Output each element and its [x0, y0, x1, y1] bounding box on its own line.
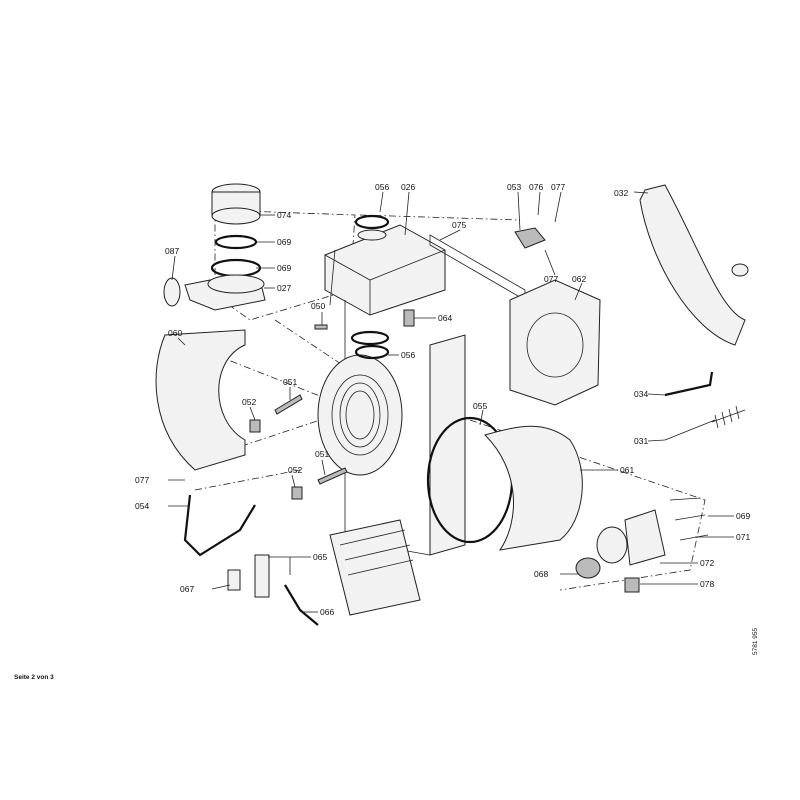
label-050: 050	[311, 301, 325, 311]
label-062: 062	[572, 274, 586, 284]
air-box-026	[324, 214, 446, 316]
seal-069	[596, 526, 628, 564]
leader-lines	[168, 191, 734, 613]
flue-adapter-assembly	[163, 183, 266, 311]
label-027: 027	[277, 283, 291, 293]
label-066: 066	[320, 607, 334, 617]
label-065: 065	[313, 552, 327, 562]
label-055: 055	[473, 401, 487, 411]
rear-panel-062	[509, 279, 601, 406]
label-076: 076	[529, 182, 543, 192]
gas-valve-072	[624, 509, 666, 566]
plug-052	[249, 419, 261, 433]
label-056: 056	[375, 182, 389, 192]
label-069c: 069	[736, 511, 750, 521]
page-indicator: Seite 2 von 3	[14, 674, 54, 681]
tool-034	[664, 371, 714, 397]
label-052b: 052	[288, 465, 302, 475]
label-061: 061	[620, 465, 634, 475]
hose-066	[284, 584, 319, 626]
heat-exchanger	[317, 354, 403, 476]
label-054: 054	[135, 501, 149, 511]
screw-051	[274, 394, 303, 415]
plug-052b	[291, 486, 303, 500]
sensor-064	[403, 309, 415, 327]
label-031: 031	[634, 436, 648, 446]
cover-060	[155, 329, 246, 471]
valve-053	[514, 227, 546, 249]
frame-055	[429, 334, 466, 556]
part-labels: 056 026 053 076 077 032 074 075 069 087 …	[135, 182, 750, 617]
label-071: 071	[736, 532, 750, 542]
siphon-065	[254, 554, 270, 598]
label-077: 077	[551, 182, 565, 192]
label-069: 069	[277, 237, 291, 247]
label-032: 032	[614, 188, 628, 198]
label-051b: 051	[315, 449, 329, 459]
label-075: 075	[452, 220, 466, 230]
label-060: 060	[168, 328, 182, 338]
label-026: 026	[401, 182, 415, 192]
brush-031	[664, 419, 716, 441]
label-064: 064	[438, 313, 452, 323]
label-077c: 077	[135, 475, 149, 485]
document-number: 5781 955	[752, 627, 759, 655]
label-034: 034	[634, 389, 648, 399]
screw-051b	[317, 467, 348, 485]
burner	[329, 519, 421, 616]
label-078: 078	[700, 579, 714, 589]
bracket-032	[639, 184, 746, 346]
label-067: 067	[180, 584, 194, 594]
trap-067	[227, 569, 241, 591]
part-050	[314, 324, 328, 330]
cover-061	[484, 425, 583, 551]
label-053: 053	[507, 182, 521, 192]
coil-068	[575, 557, 601, 579]
condensate-pipe-054	[183, 494, 256, 557]
label-069b: 069	[277, 263, 291, 273]
label-072: 072	[700, 558, 714, 568]
label-077b: 077	[544, 274, 558, 284]
label-052: 052	[242, 397, 256, 407]
label-087: 087	[165, 246, 179, 256]
label-051: 051	[283, 377, 297, 387]
label-074: 074	[277, 210, 291, 220]
plug-078	[624, 577, 640, 593]
label-068: 068	[534, 569, 548, 579]
label-056b: 056	[401, 350, 415, 360]
